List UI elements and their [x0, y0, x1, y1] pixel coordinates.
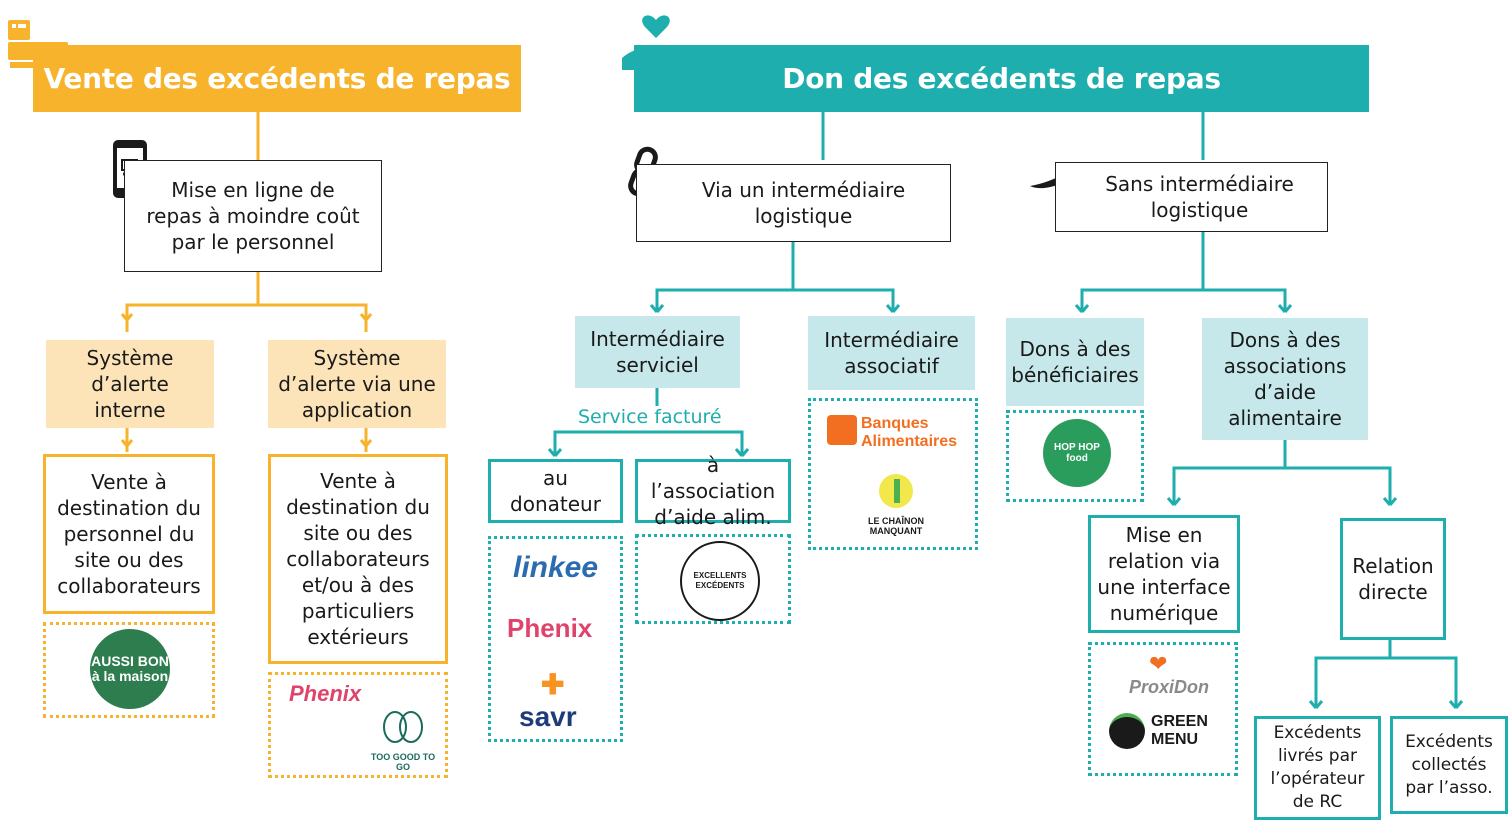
- aussi-bon-logo: AUSSI BON à la maison: [90, 629, 170, 709]
- logos-au-donateur: linkee Phenix ✚ savr: [488, 536, 623, 742]
- excedents-livres-box: Excédents livrés par l’opérateur de RC: [1254, 716, 1381, 820]
- vente-particuliers-box: Vente à destination du site ou des colla…: [268, 454, 448, 664]
- proxidon-heart-icon: ❤: [1149, 651, 1168, 676]
- banques-alimentaires-logo: Banques Alimentaires: [827, 415, 977, 451]
- excedents-collectes-box: Excédents collectés par l’asso.: [1390, 716, 1508, 814]
- vente-personnel-box: Vente à destination du personnel du site…: [43, 454, 215, 614]
- au-donateur-box: au donateur: [488, 459, 623, 523]
- savr-plus-icon: ✚: [541, 669, 565, 700]
- don-connectors: [547, 112, 1464, 709]
- relation-directe-box: Relation directe: [1340, 518, 1446, 640]
- too-good-to-go-logo: TOO GOOD TO GO: [363, 709, 443, 772]
- don-title: Don des excédents de repas: [634, 45, 1369, 112]
- intermediaire-serviciel-box: Intermédiaire serviciel: [575, 316, 740, 388]
- linkee-logo: linkee: [513, 551, 599, 584]
- dons-associations-box: Dons à des associations d’aide alimentai…: [1202, 318, 1368, 440]
- chainon-manquant-logo: LE CHAÎNON MANQUANT: [851, 471, 941, 536]
- via-intermediaire-box: Via un intermédiaire logistique: [636, 164, 951, 242]
- phenix-logo: Phenix: [289, 681, 362, 706]
- hop-hop-food-logo: HOP HOP food: [1043, 419, 1111, 487]
- sans-intermediaire-box: Sans intermédiaire logistique: [1055, 162, 1328, 232]
- mise-en-ligne-box: Mise en ligne de repas à moindre coût pa…: [124, 160, 382, 272]
- logos-associatif: Banques Alimentaires LE CHAÎNON MANQUANT: [808, 398, 978, 550]
- logos-interface: ❤ ProxiDon GREEN MENU: [1088, 642, 1238, 776]
- logos-vente-particuliers: Phenix TOO GOOD TO GO: [268, 672, 448, 778]
- logos-vente-personnel: AUSSI BON à la maison: [43, 622, 215, 718]
- vente-title: Vente des excédents de repas: [33, 45, 521, 112]
- green-menu-circle-icon: [1109, 713, 1145, 749]
- alerte-interne-box: Système d’alerte interne: [46, 340, 214, 428]
- savr-logo: savr: [519, 701, 577, 732]
- service-facture-label: Service facturé: [576, 406, 724, 428]
- dons-beneficiaires-box: Dons à des bénéficiaires: [1006, 318, 1144, 406]
- excellents-excedents-logo: EXCELLENTS EXCÉDENTS: [680, 541, 760, 621]
- proxidon-logo: ProxiDon: [1129, 677, 1210, 697]
- phenix-logo-2: Phenix: [507, 613, 593, 643]
- alerte-app-box: Système d’alerte via une application: [268, 340, 446, 428]
- logos-beneficiaires: HOP HOP food: [1006, 410, 1144, 502]
- green-menu-logo: GREEN MENU: [1151, 713, 1208, 748]
- mise-en-relation-box: Mise en relation via une interface numér…: [1088, 515, 1240, 633]
- intermediaire-associatif-box: Intermédiaire associatif: [808, 316, 975, 390]
- a-lassociation-box: à l’association d’aide alim.: [635, 453, 791, 529]
- vente-connectors: [120, 112, 373, 452]
- logos-a-lassociation: EXCELLENTS EXCÉDENTS: [635, 534, 791, 624]
